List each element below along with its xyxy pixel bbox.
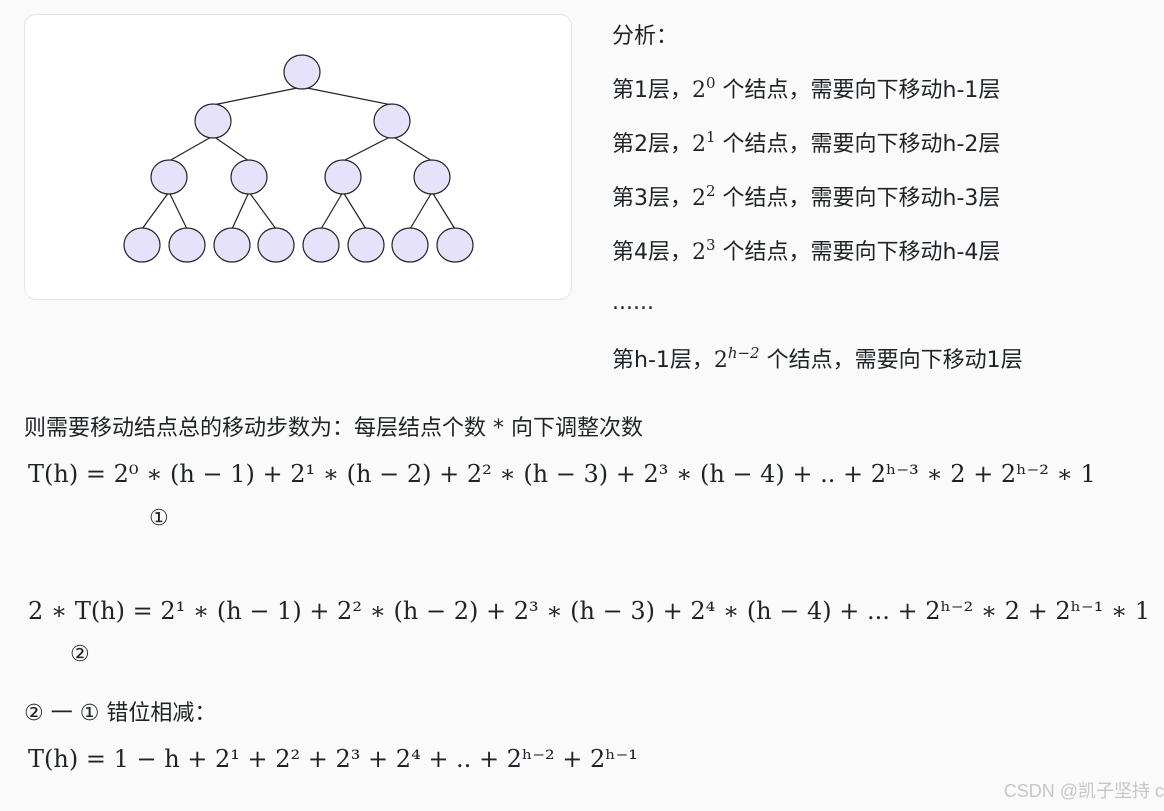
tree-node: [436, 227, 474, 263]
power-base: 21: [692, 127, 716, 157]
tree-node: [302, 227, 340, 263]
tree-edge: [231, 191, 250, 230]
tree-node: [391, 227, 429, 263]
equation-3: T(h) = 1 − h + 2¹ + 2² + 2³ + 2⁴ + .. + …: [28, 745, 638, 773]
tree-node: [413, 159, 451, 195]
layer-suffix: 个结点，需要向下移动h-4层: [722, 240, 1001, 265]
watermark: CSDN @凯子坚持 c: [1003, 781, 1164, 801]
tree-node: [150, 159, 188, 195]
tree-node: [123, 227, 161, 263]
layer-prefix: 第h-1层，: [612, 348, 714, 373]
power-base: 23: [692, 235, 716, 265]
tree-edge: [431, 191, 456, 230]
power-base: 22: [692, 181, 716, 211]
equation-2: 2 ∗ T(h) = 2¹ ∗ (h − 1) + 2² ∗ (h − 2) +…: [28, 597, 1150, 625]
power-exponent: 3: [706, 235, 716, 254]
tree-edge: [168, 135, 214, 162]
power-exponent: h−2: [727, 343, 760, 362]
layer-suffix: 个结点，需要向下移动h-1层: [722, 78, 1001, 103]
tree-edge: [248, 191, 277, 230]
analysis-heading: 分析：: [612, 24, 679, 49]
power-base: 20: [692, 73, 716, 103]
equation-1-marker: ①: [149, 506, 169, 531]
tree-edge: [141, 191, 170, 230]
tree-node: [194, 103, 232, 139]
intro-text: 则需要移动结点总的移动步数为：每层结点个数 * 向下调整次数: [24, 416, 643, 441]
tree-edge: [391, 135, 433, 162]
tree-node: [373, 103, 411, 139]
layer-line-3: 第3层，22 个结点，需要向下移动h-3层: [612, 180, 1000, 212]
equation-lhs: T(h) =: [28, 460, 114, 488]
equation-1: T(h) = 2⁰ ∗ (h − 1) + 2¹ ∗ (h − 2) + 2² …: [28, 460, 1096, 488]
layer-prefix: 第1层，: [612, 78, 692, 103]
tree-illustration: [24, 14, 572, 300]
equation-2-marker: ②: [70, 642, 90, 667]
layer-suffix: 个结点，需要向下移动h-2层: [722, 132, 1001, 157]
tree-edge: [212, 86, 303, 106]
layer-line-2: 第2层，21 个结点，需要向下移动h-2层: [612, 126, 1000, 158]
layer-prefix: 第4层，: [612, 240, 692, 265]
equation-rhs: 1 − h + 2¹ + 2² + 2³ + 2⁴ + .. + 2ʰ⁻² + …: [113, 745, 638, 773]
subtraction-note: ② 一 ① 错位相减：: [24, 701, 217, 726]
tree-node: [324, 159, 362, 195]
tree-edge: [342, 135, 393, 162]
tree-edge: [320, 191, 344, 230]
tree-node: [230, 159, 268, 195]
layer-suffix: 个结点，需要向下移动h-3层: [722, 186, 1001, 211]
layer-prefix: 第2层，: [612, 132, 692, 157]
power-exponent: 2: [706, 181, 716, 200]
layer-prefix: 第3层，: [612, 186, 692, 211]
equation-lhs: T(h) =: [28, 745, 114, 773]
power-exponent: 0: [706, 73, 716, 92]
tree-edge: [342, 191, 367, 230]
tree-edge: [212, 135, 250, 162]
tree-node: [213, 227, 251, 263]
tree-node: [347, 227, 385, 263]
tree-edge: [301, 86, 393, 106]
tree-edge: [409, 191, 433, 230]
equation-rhs: 2⁰ ∗ (h − 1) + 2¹ ∗ (h − 2) + 2² ∗ (h − …: [113, 460, 1096, 488]
binary-tree-diagram: [123, 54, 474, 263]
tree-node: [257, 227, 295, 263]
tree-node: [168, 227, 206, 263]
equation-lhs: 2 ∗ T(h) =: [28, 597, 161, 625]
tree-node: [283, 54, 321, 90]
power-base: 2h−2: [713, 343, 760, 373]
tree-edge: [168, 191, 188, 230]
equation-rhs: 2¹ ∗ (h − 1) + 2² ∗ (h − 2) + 2³ ∗ (h − …: [160, 597, 1151, 625]
layer-line-last: 第h-1层，2h−2 个结点，需要向下移动1层: [612, 342, 1023, 374]
power-exponent: 1: [706, 127, 716, 146]
layer-line-1: 第1层，20 个结点，需要向下移动h-1层: [612, 72, 1000, 104]
ellipsis-line: ......: [612, 290, 654, 315]
layer-suffix: 个结点，需要向下移动1层: [766, 348, 1023, 373]
layer-line-4: 第4层，23 个结点，需要向下移动h-4层: [612, 234, 1000, 266]
